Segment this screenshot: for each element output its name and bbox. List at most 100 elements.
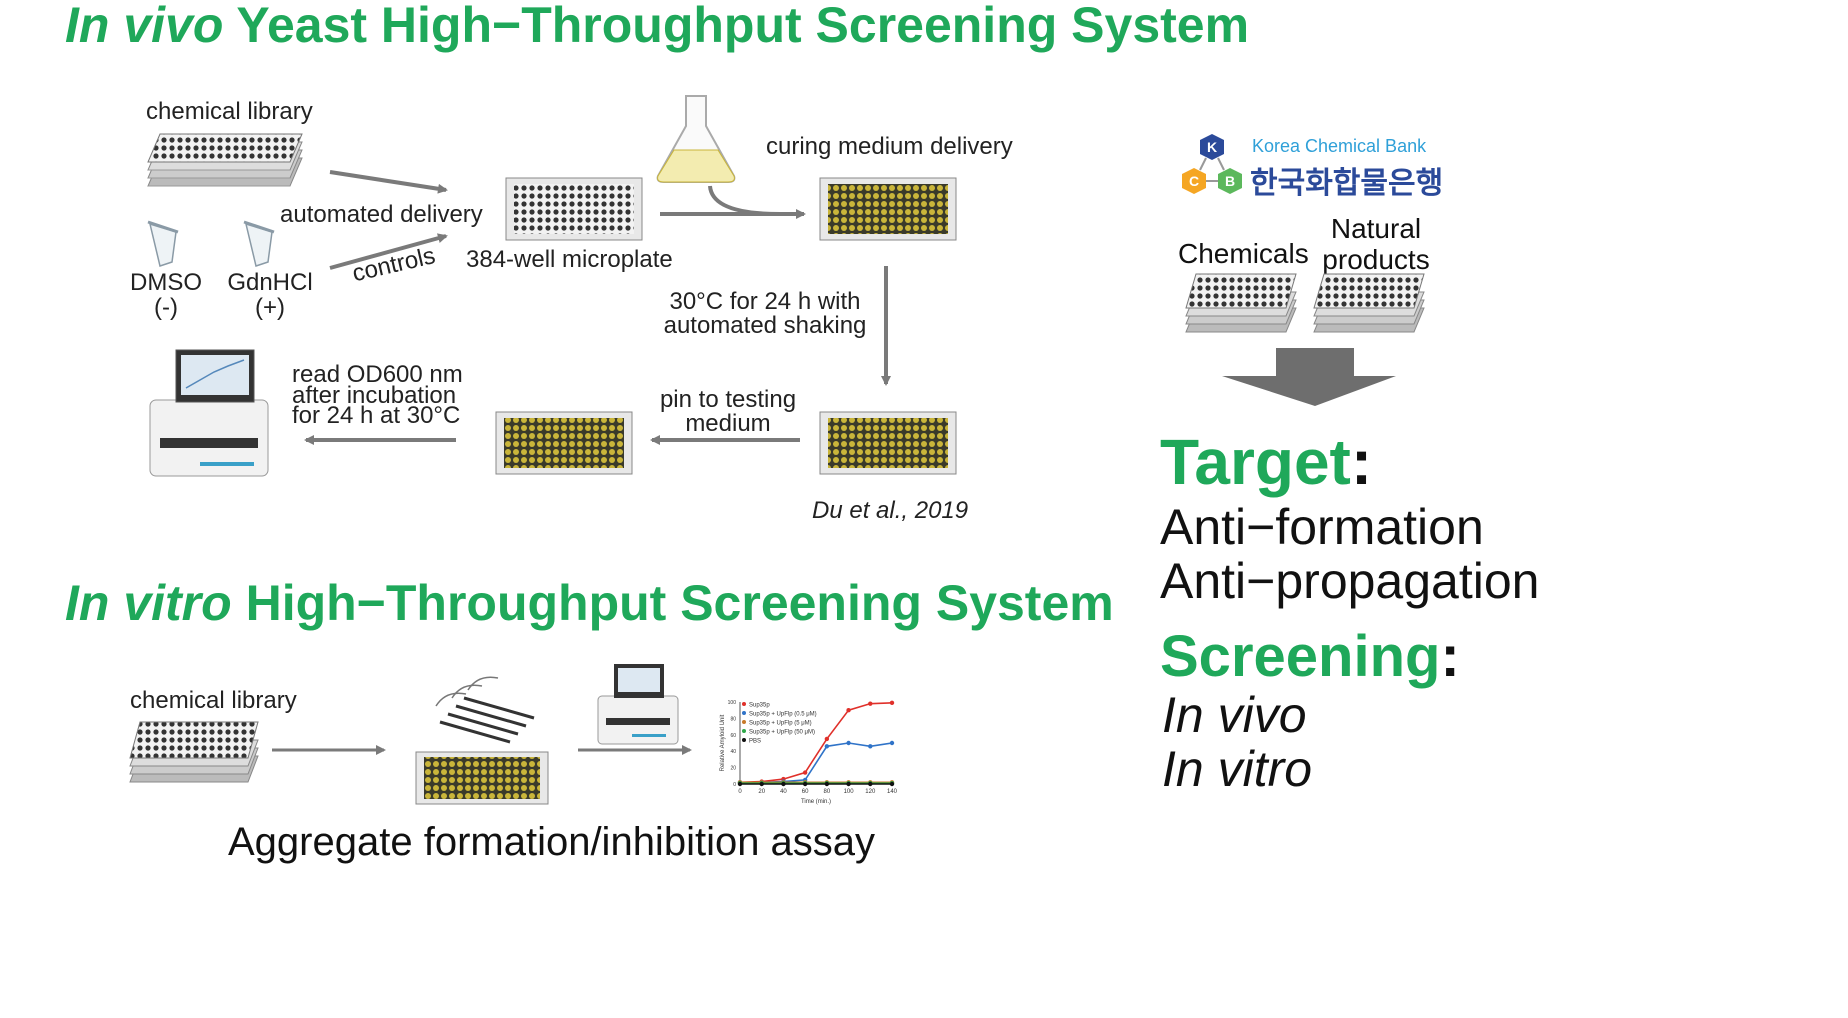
chart-point — [846, 781, 851, 787]
chart-x-tick: 0 — [738, 789, 742, 795]
invitro-title: In vitro High−Throughput Screening Syste… — [65, 578, 1114, 628]
gdnhcl-sign: (+) — [255, 294, 285, 322]
curing-medium-label: curing medium delivery — [766, 133, 1013, 160]
natural-line-2: products — [1322, 243, 1430, 275]
chart-y-tick: 80 — [730, 716, 736, 722]
right-stacks-art — [1185, 273, 1425, 406]
invitro-title-italic: In vitro — [65, 575, 232, 631]
natural-line-1: Natural — [1330, 213, 1422, 244]
chart-legend-label: PBS — [749, 739, 761, 745]
chart-x-tick: 60 — [802, 789, 809, 795]
invitro-library-stack-icon — [129, 721, 259, 783]
chart-legend-marker — [742, 738, 746, 742]
screening-label: Screening — [1160, 624, 1441, 689]
incubation-line-2: automated shaking — [663, 312, 867, 339]
kcb-letter-k: K — [1207, 139, 1217, 155]
chart-x-tick: 20 — [758, 789, 765, 795]
pin-line-1: pin to testing — [659, 386, 797, 413]
kcb-name-en: Korea Chemical Bank — [1252, 136, 1427, 156]
chart-point — [846, 740, 851, 746]
kcb-letter-b: B — [1225, 173, 1235, 189]
chart-point — [889, 740, 895, 746]
chart-point — [846, 708, 851, 713]
dmso-label: DMSO (-) — [128, 269, 204, 322]
invitro-plate-icon — [415, 751, 549, 805]
citation: Du et al., 2019 — [812, 497, 969, 524]
chart-y-tick: 100 — [728, 700, 737, 706]
chart-legend-marker — [742, 720, 746, 724]
kcb-name-ko: 한국화합물은행 — [1250, 166, 1444, 201]
chart-point — [824, 744, 830, 749]
chart-legend-label: Sup35p + UpFlp (50 μM) — [749, 730, 815, 736]
chart-legend-marker — [742, 711, 746, 715]
target-item-1: Anti−formation — [1160, 499, 1484, 555]
chart-series-line-0 — [739, 702, 893, 784]
chart-legend-label: Sup35p + UpFlp (0.5 μM) — [749, 712, 817, 718]
chart-y-tick: 60 — [730, 733, 736, 739]
chart-x-tick: 80 — [824, 789, 831, 795]
target-heading: Target: — [1160, 426, 1373, 498]
read-line-2: after incubation — [292, 381, 457, 409]
screening-item-1: In vivo — [1162, 687, 1307, 743]
chart-y-label: Relative Amyloid Unit — [720, 714, 726, 771]
flask-icon — [656, 95, 736, 183]
chart-legend-marker — [742, 702, 746, 706]
down-arrow-icon — [1222, 348, 1396, 406]
invitro-title-rest: High−Throughput Screening System — [231, 575, 1114, 631]
incubated-plate-icon — [819, 411, 957, 475]
chart-series-line-1 — [740, 742, 893, 784]
read-line-1: read OD600 nm — [292, 361, 463, 388]
automated-delivery-label: automated delivery — [280, 201, 483, 228]
microplate-label: 384-well microplate — [466, 246, 673, 273]
invivo-title-italic: In vivo — [65, 0, 224, 53]
chart-point — [824, 736, 830, 742]
chart-point — [759, 781, 764, 787]
natural-products-label: Natural products — [1318, 213, 1434, 276]
chart-point — [802, 781, 808, 787]
library-to-plate-arrow — [329, 170, 448, 194]
chart-point — [824, 781, 830, 787]
read-line-3: for 24 h at 30°C — [292, 402, 461, 430]
chart-y-tick: 0 — [733, 782, 736, 788]
chart-point — [868, 781, 873, 787]
chemical-library-stack-icon — [147, 133, 303, 187]
read-label: read OD600 nm after incubation for 24 h … — [292, 361, 463, 430]
chart-legend-label: Sup35p + UpFlp (5 μM) — [749, 721, 812, 727]
plate-reader-icon — [149, 349, 269, 477]
assay-caption: Aggregate formation/inhibition assay — [228, 820, 876, 864]
pipettes-icon — [435, 676, 535, 744]
target-item-2: Anti−propagation — [1160, 553, 1540, 609]
invitro-reader-icon — [597, 664, 679, 745]
dmso-name: DMSO — [130, 269, 202, 296]
chart-x-tick: 140 — [887, 789, 898, 795]
pin-line-2: medium — [685, 410, 771, 437]
controls-to-plate-arrow — [329, 233, 448, 270]
chart-x-tick: 40 — [780, 789, 787, 795]
testing-plate-icon — [495, 411, 633, 475]
invivo-title-rest: Yeast High−Throughput Screening System — [223, 0, 1250, 53]
gdnhcl-label: GdnHCl (+) — [220, 269, 320, 322]
chemicals-label: Chemicals — [1178, 238, 1309, 269]
pin-label: pin to testing medium — [650, 388, 806, 436]
chart-point — [802, 770, 808, 775]
chart-x-tick: 120 — [865, 789, 876, 795]
dmso-sign: (-) — [154, 294, 178, 322]
chart-point — [889, 781, 895, 787]
invitro-chemical-library-label: chemical library — [130, 687, 297, 714]
chart-point — [737, 781, 743, 787]
screening-heading: Screening: — [1160, 624, 1460, 689]
chart-x-tick: 100 — [844, 789, 855, 795]
incubation-label: 30°C for 24 h with automated shaking — [652, 290, 878, 338]
chart-x-label: Time (min.) — [801, 799, 831, 805]
chart-series-group — [737, 700, 895, 787]
dmso-tube-icon — [147, 220, 179, 267]
chart-point — [889, 700, 895, 706]
screening-item-2: In vitro — [1162, 741, 1313, 797]
chart-y-tick: 20 — [730, 766, 736, 772]
invivo-title: In vivo Yeast High−Throughput Screening … — [65, 0, 1249, 50]
kcb-logo-icon: K C B — [1182, 134, 1242, 194]
gdnhcl-name: GdnHCl — [227, 269, 313, 296]
